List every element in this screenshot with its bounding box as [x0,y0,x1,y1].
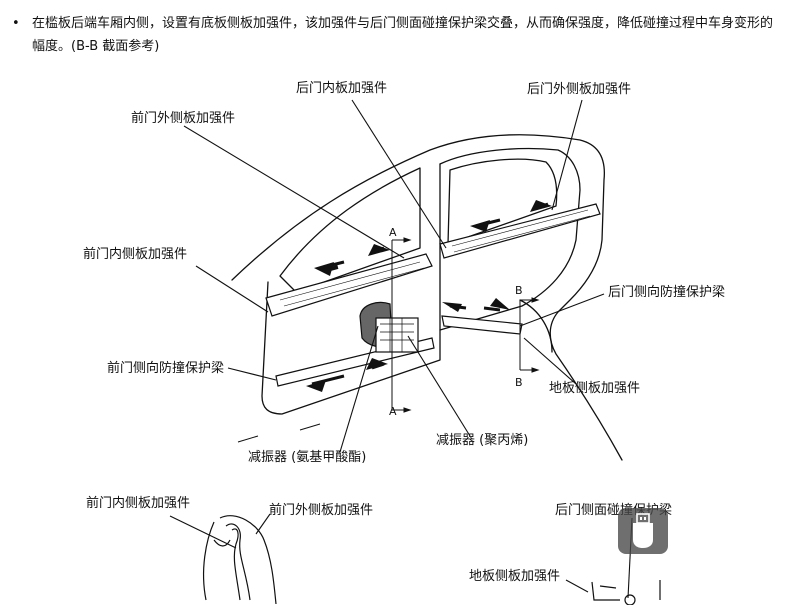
rear-window [447,158,558,245]
section-mark-a-bottom: A [389,405,397,418]
leader-section-front-outer [255,513,271,535]
leader-rear-door-inner [351,99,447,249]
label-section-front-door-outer: 前门外侧板加强件 [269,503,374,518]
label-section-front-door-inner: 前门内侧板加强件 [86,496,191,511]
label-front-side-impact-beam: 前门侧向防撞保护梁 [107,361,225,376]
absorber-polypropylene [375,317,419,353]
leader-absorber-pp [407,335,471,437]
label-rear-side-impact-beam: 后门侧向防撞保护梁 [608,285,726,300]
leader-front-door-outer [183,125,405,259]
intro-text: 在槛板后端车厢内侧，设置有底板侧板加强件，该加强件与后门侧面碰撞保护梁交叠，从而… [32,16,774,54]
leader-floor-side [523,337,577,385]
section-view-rear [591,580,661,605]
leader-section-front-inner [169,515,237,549]
front-door-outer-reinforcement [265,253,433,317]
leader-front-side-beam [227,367,277,381]
usb-drive-button[interactable] [618,508,668,554]
rear-side-beam [441,315,523,335]
car-body-outline [231,134,623,461]
section-mark-a-top: A [389,226,397,239]
section-mark-b-bottom: B [515,376,523,389]
section-view-front [203,515,277,605]
front-door-outline [261,163,441,415]
leader-section-floor [565,579,589,593]
label-floor-side-reinforcement: 地板侧板加强件 [549,381,641,396]
label-rear-door-outer-reinforcement: 后门外侧板加强件 [527,82,632,97]
rear-door-outer-reinforcement [439,203,601,259]
leader-rear-side-beam [519,293,605,327]
bullet: • [12,16,20,31]
label-section-floor-side: 地板侧板加强件 [469,569,561,584]
leader-absorber-pu [339,325,379,453]
label-absorber-polypropylene: 减振器 (聚丙烯) [436,433,529,448]
leader-front-door-inner [195,265,269,313]
front-window [279,167,421,293]
leader-rear-door-outer [551,99,583,211]
arrow [490,298,510,310]
rear-wheel-arch [519,299,553,353]
intro-paragraph: • 在槛板后端车厢内侧，设置有底板侧板加强件，该加强件与后门侧面碰撞保护梁交叠，… [6,12,776,58]
label-front-door-inner-reinforcement: 前门内侧板加强件 [83,247,188,262]
label-front-door-outer-reinforcement: 前门外侧板加强件 [131,111,236,126]
label-rear-door-inner-reinforcement: 后门内板加强件 [296,81,388,96]
label-absorber-polyurethane: 减振器 (氨基甲酸酯) [248,450,367,465]
section-mark-b-top: B [515,284,523,297]
arrow [366,358,388,370]
usb-drive-icon [633,513,653,548]
rear-door-outline [439,147,581,331]
